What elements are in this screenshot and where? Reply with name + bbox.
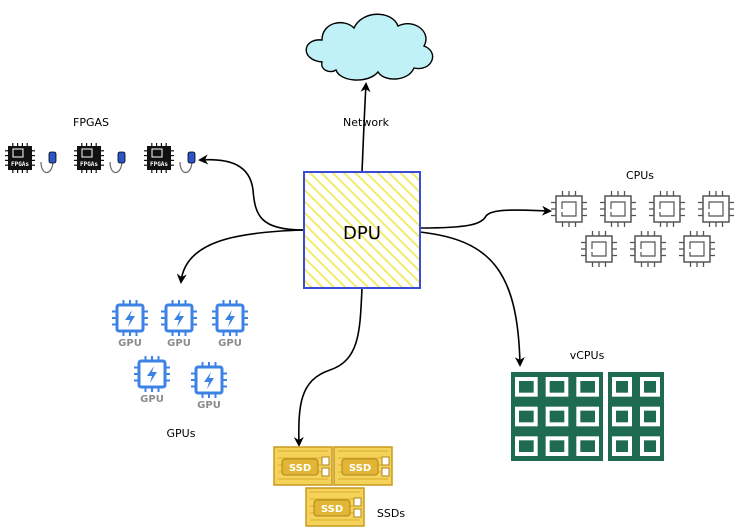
cpu-chip-icon <box>649 191 685 227</box>
ssd-drive-label: SSD <box>321 504 343 515</box>
connector-fpgas <box>198 154 304 231</box>
cpu-chip-icon <box>581 231 617 267</box>
cpu-group-label: CPUs <box>626 169 654 182</box>
dpu-label: DPU <box>343 223 381 244</box>
ssd-drive-label: SSD <box>349 463 371 474</box>
fpga-chip-icon: FPGAs <box>144 143 196 174</box>
gpu-chip-label: GPU <box>118 338 142 349</box>
fpga-chips: FPGAs FPGAs FPGAs <box>5 143 196 174</box>
cpu-chips <box>551 191 734 267</box>
fpga-chip-icon: FPGAs <box>74 143 126 174</box>
connectors <box>176 82 552 447</box>
fpga-chip-label: FPGAs <box>11 161 29 168</box>
connector-cpus <box>419 205 552 229</box>
ssd-drives: SSD SSD SSD <box>273 446 393 527</box>
fpga-chip-label: FPGAs <box>80 161 98 168</box>
gpu-group: GPU GPU GPU GPU GPU GPUs <box>112 300 248 440</box>
ssd-drive-label: SSD <box>289 463 311 474</box>
fpga-chip-label: FPGAs <box>150 161 168 168</box>
connector-gpus <box>176 229 304 284</box>
connector-network <box>360 82 371 173</box>
ssd-group: SSD SSD SSD SSDs <box>273 446 405 527</box>
gpu-group-label: GPUs <box>167 427 196 440</box>
gpu-chip-icon: GPU <box>134 356 170 405</box>
cpu-group: CPUs <box>551 169 734 267</box>
cpu-chip-icon <box>630 231 666 267</box>
fpga-group: FPGAS FPGAs FPGAs FPGAs <box>5 116 196 174</box>
ssd-drive-icon: SSD <box>333 446 393 486</box>
ssd-group-label: SSDs <box>377 507 405 520</box>
vcpu-group: vCPUs <box>511 349 664 461</box>
gpu-chip-label: GPU <box>167 338 191 349</box>
cpu-chip-icon <box>600 191 636 227</box>
gpu-chips: GPU GPU GPU GPU GPU <box>112 300 248 411</box>
gpu-chip-icon: GPU <box>112 300 148 349</box>
gpu-chip-icon: GPU <box>212 300 248 349</box>
cloud-icon <box>305 13 434 81</box>
cpu-chip-icon <box>679 231 715 267</box>
network-label: Network <box>343 116 390 129</box>
connector-ssds <box>293 287 363 447</box>
ssd-drive-icon: SSD <box>273 446 333 486</box>
network-cloud: Network <box>305 13 434 129</box>
dpu-box <box>303 171 421 289</box>
gpu-chip-label: GPU <box>140 394 164 405</box>
fpga-group-label: FPGAS <box>73 116 109 129</box>
vcpu-panel <box>608 372 664 461</box>
cpu-chip-icon <box>551 191 587 227</box>
dpu-node: DPU <box>303 171 421 289</box>
vcpu-panel <box>511 372 603 461</box>
gpu-chip-icon: GPU <box>161 300 197 349</box>
fpga-chip-icon: FPGAs <box>5 143 57 174</box>
ssd-drive-icon: SSD <box>305 487 365 527</box>
gpu-chip-label: GPU <box>218 338 242 349</box>
gpu-chip-label: GPU <box>197 400 221 411</box>
vcpu-group-label: vCPUs <box>570 349 605 362</box>
vcpu-blocks <box>511 372 664 461</box>
connector-vcpus <box>419 231 525 367</box>
cpu-chip-icon <box>698 191 734 227</box>
gpu-chip-icon: GPU <box>191 362 227 411</box>
